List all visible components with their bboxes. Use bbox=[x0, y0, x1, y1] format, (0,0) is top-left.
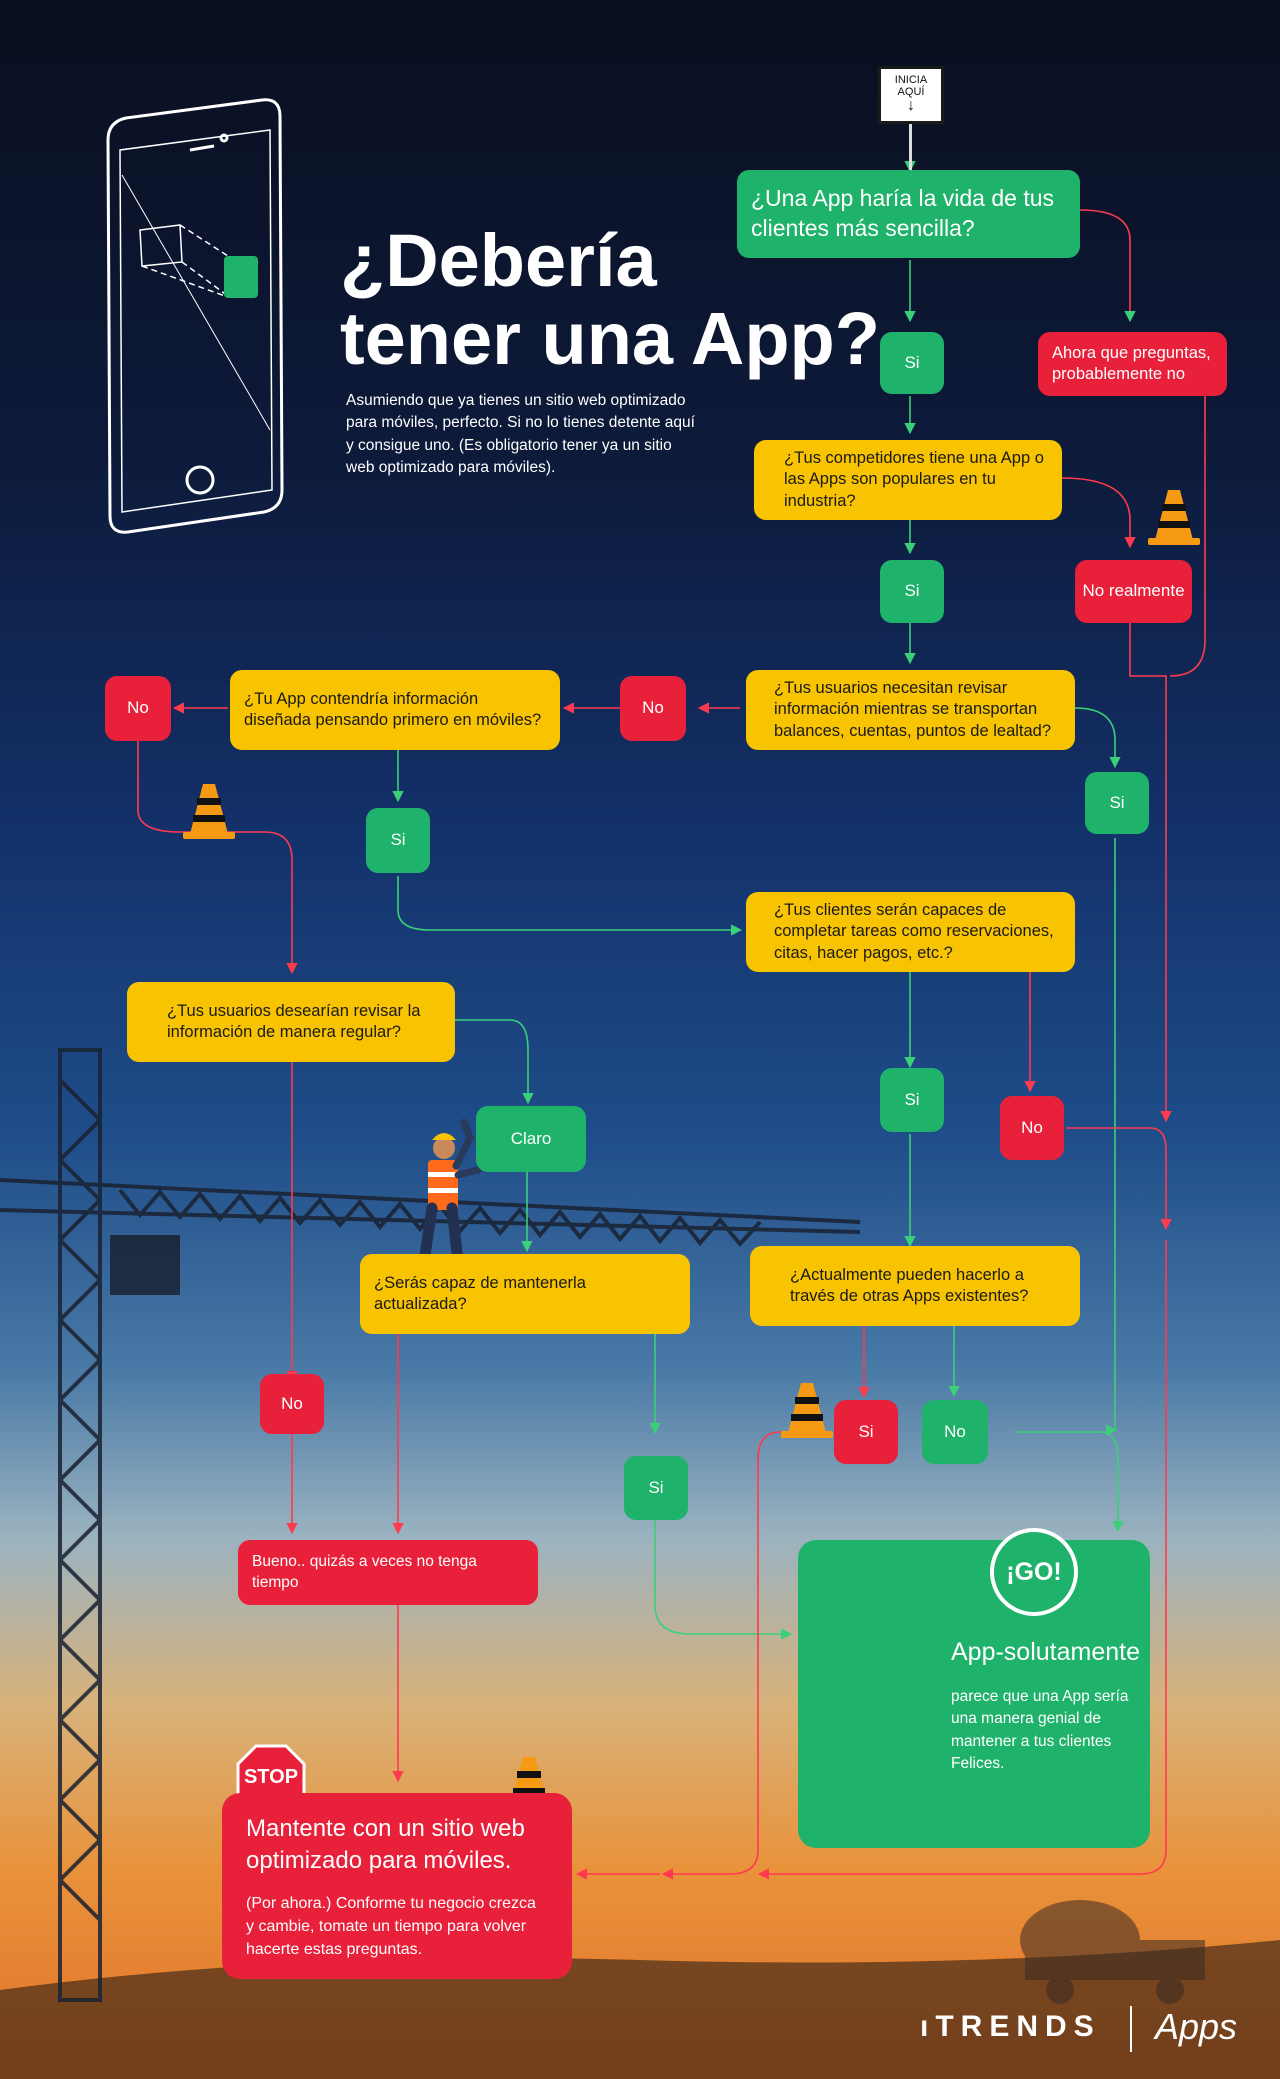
stop-title: Mantente con un sitio web optimizado par… bbox=[246, 1815, 525, 1875]
start-line-2: AQUÍ bbox=[897, 85, 925, 98]
q6-yes: Claro bbox=[476, 1106, 586, 1172]
question-4: ¿Tu App contendría información diseñada … bbox=[230, 670, 560, 750]
stop-result-box: Mantente con un sitio web optimizado par… bbox=[222, 1793, 572, 1979]
q1-yes: Si bbox=[880, 332, 944, 394]
brand-product: Apps bbox=[1155, 2006, 1238, 2047]
question-5: ¿Tus clientes serán capaces de completar… bbox=[746, 892, 1075, 972]
q2-no: No realmente bbox=[1075, 560, 1192, 623]
q3-yes: Si bbox=[1085, 772, 1149, 834]
question-8: ¿Actualmente pueden hacerlo a través de … bbox=[750, 1246, 1080, 1326]
brand-logo: ıTRENDS bbox=[920, 2010, 1101, 2043]
q5-no: No bbox=[1000, 1096, 1064, 1160]
stop-body: (Por ahora.) Conforme tu negocio crezca … bbox=[246, 1894, 536, 1959]
start-sign-post bbox=[909, 124, 912, 172]
q2-yes: Si bbox=[880, 560, 944, 623]
page-title: ¿Debería tener una App? bbox=[340, 222, 880, 377]
q1-no: Ahora que preguntas, probablemente no bbox=[1038, 332, 1227, 396]
q3-no: No bbox=[620, 676, 686, 741]
title-line-1: ¿Debería bbox=[340, 219, 657, 302]
phone-illustration-icon bbox=[106, 98, 284, 534]
traffic-cone-icon bbox=[781, 1383, 833, 1438]
go-result-box: App-solutamente parece que una App sería… bbox=[798, 1540, 1150, 1848]
question-6: ¿Tus usuarios desearían revisar la infor… bbox=[127, 982, 455, 1062]
question-7: ¿Serás capaz de mantenerla actualizada? bbox=[360, 1254, 690, 1334]
crane-counterweight bbox=[110, 1235, 180, 1295]
q8-no: No bbox=[922, 1400, 988, 1464]
go-body: parece que una App sería una manera geni… bbox=[951, 1688, 1129, 1773]
concrete-truck-icon bbox=[1020, 1900, 1205, 2004]
q5-yes: Si bbox=[880, 1068, 944, 1132]
traffic-cone-icon bbox=[183, 784, 235, 839]
construction-worker-icon bbox=[411, 1118, 482, 1268]
q7-yes: Si bbox=[624, 1456, 688, 1520]
stop-sign-label: STOP bbox=[243, 1766, 299, 1788]
phone-screen-square bbox=[224, 256, 258, 298]
q4-yes: Si bbox=[366, 808, 430, 873]
q6-no: No bbox=[260, 1374, 324, 1434]
q8-yes: Si bbox=[834, 1400, 898, 1464]
question-3: ¿Tus usuarios necesitan revisar informac… bbox=[746, 670, 1075, 750]
start-sign: INICIA AQUÍ ↓ bbox=[878, 66, 944, 124]
question-1: ¿Una App haría la vida de tus clientes m… bbox=[737, 170, 1080, 258]
q4-no: No bbox=[105, 676, 171, 741]
go-badge: ¡GO! bbox=[990, 1528, 1078, 1616]
brand-divider bbox=[1130, 2006, 1132, 2052]
title-line-2: tener una App? bbox=[340, 296, 880, 380]
intro-text: Asumiendo que ya tienes un sitio web opt… bbox=[346, 392, 695, 477]
down-arrow-icon: ↓ bbox=[907, 97, 915, 115]
start-line-1: INICIA bbox=[894, 74, 928, 86]
go-title: App-solutamente bbox=[951, 1638, 1141, 1666]
question-2: ¿Tus competidores tiene una App o las Ap… bbox=[754, 440, 1062, 520]
q7-no: Bueno.. quizás a veces no tenga tiempo bbox=[238, 1540, 538, 1605]
traffic-cone-icon bbox=[1148, 490, 1200, 545]
